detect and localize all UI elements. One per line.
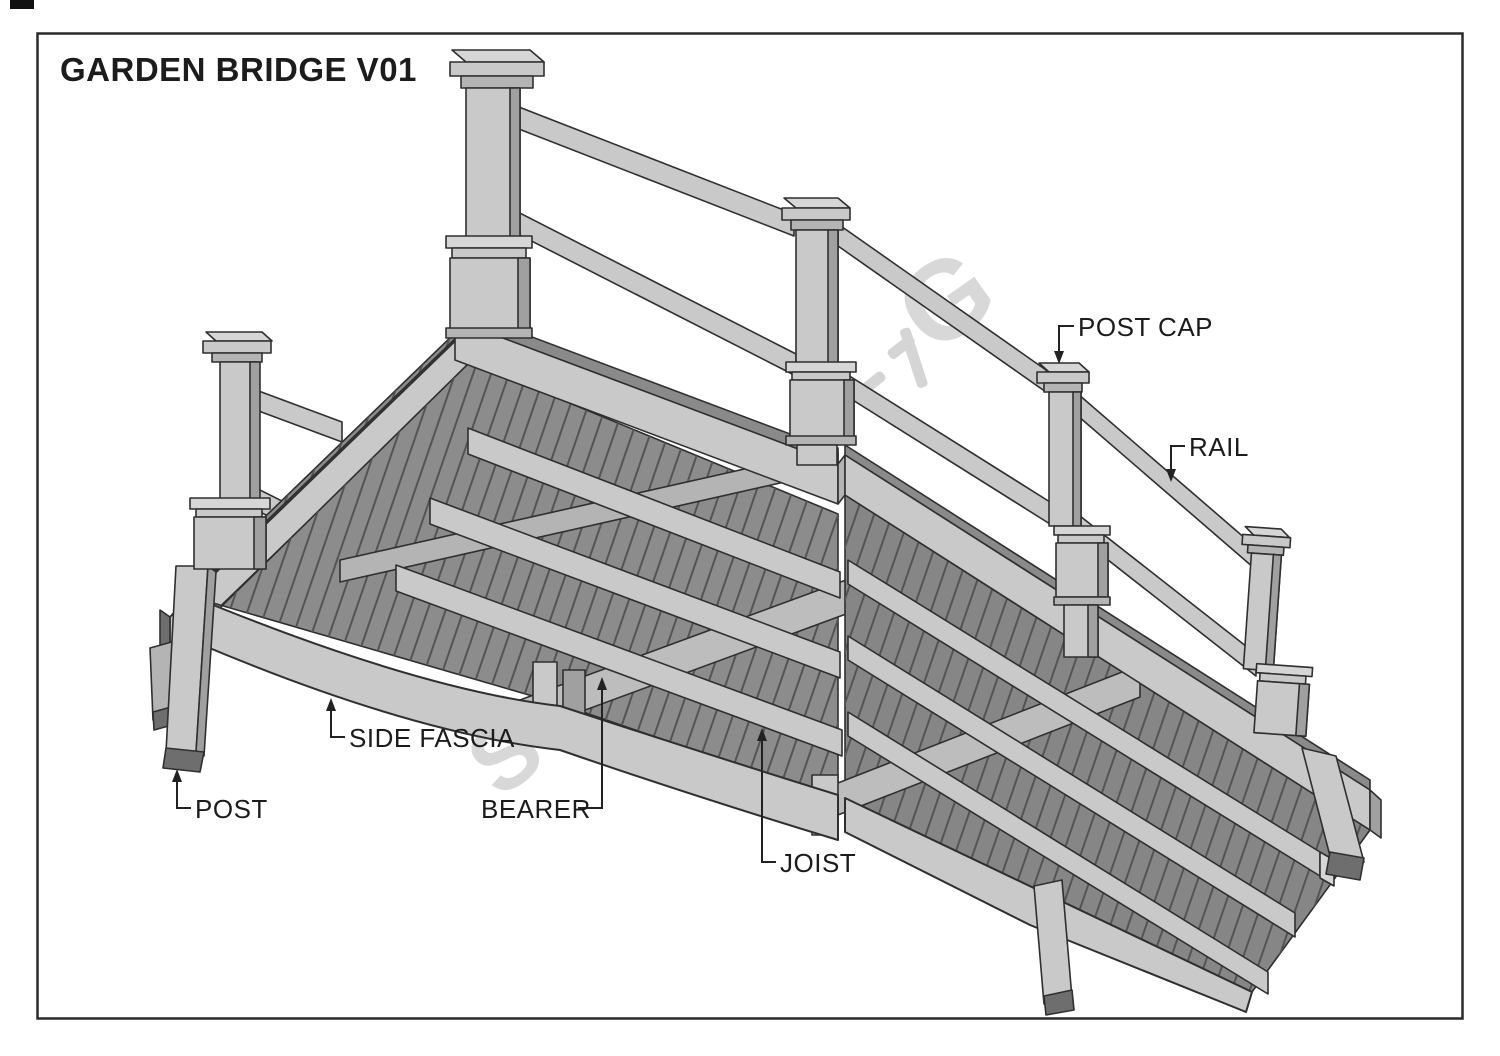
frame: GARDEN BRIDGE V01 — [10, 0, 1464, 1020]
post-right-end — [1241, 525, 1314, 738]
label-side-fascia: SIDE FASCIA — [349, 723, 515, 753]
watermark-stroke — [900, 327, 928, 388]
corner-mark — [10, 0, 34, 9]
label-rail: RAIL — [1189, 432, 1249, 462]
label-joist: JOIST — [780, 848, 856, 878]
joist — [395, 564, 843, 757]
callout-post: POST — [172, 769, 268, 824]
post-left-end — [189, 331, 273, 570]
post-middle — [781, 197, 857, 466]
label-post: POST — [195, 794, 268, 824]
joist — [467, 427, 841, 599]
callouts: POST CAP RAIL SIDE FASCIA POST BEARER JO… — [172, 312, 1249, 878]
right-rim-beam — [844, 444, 1382, 839]
right-understructure — [811, 494, 1371, 995]
callout-joist: JOIST — [757, 728, 856, 878]
callout-bearer: BEARER — [481, 677, 607, 824]
page-title: GARDEN BRIDGE V01 — [60, 51, 417, 88]
joist — [847, 711, 1269, 995]
callout-post-cap: POST CAP — [1054, 312, 1213, 364]
callout-side-fascia: SIDE FASCIA — [326, 698, 515, 753]
rails — [505, 101, 1257, 677]
middle-understructure — [171, 361, 847, 801]
label-post-cap: POST CAP — [1078, 312, 1213, 342]
page-border — [36, 32, 1464, 1020]
rail-upper — [505, 101, 795, 237]
callout-rail: RAIL — [1166, 432, 1249, 482]
post-tall-left — [445, 49, 545, 339]
post-right-middle — [1036, 362, 1111, 658]
legs — [149, 565, 1365, 1016]
joist — [429, 497, 841, 679]
joist — [847, 635, 1296, 938]
label-bearer: BEARER — [481, 794, 591, 824]
